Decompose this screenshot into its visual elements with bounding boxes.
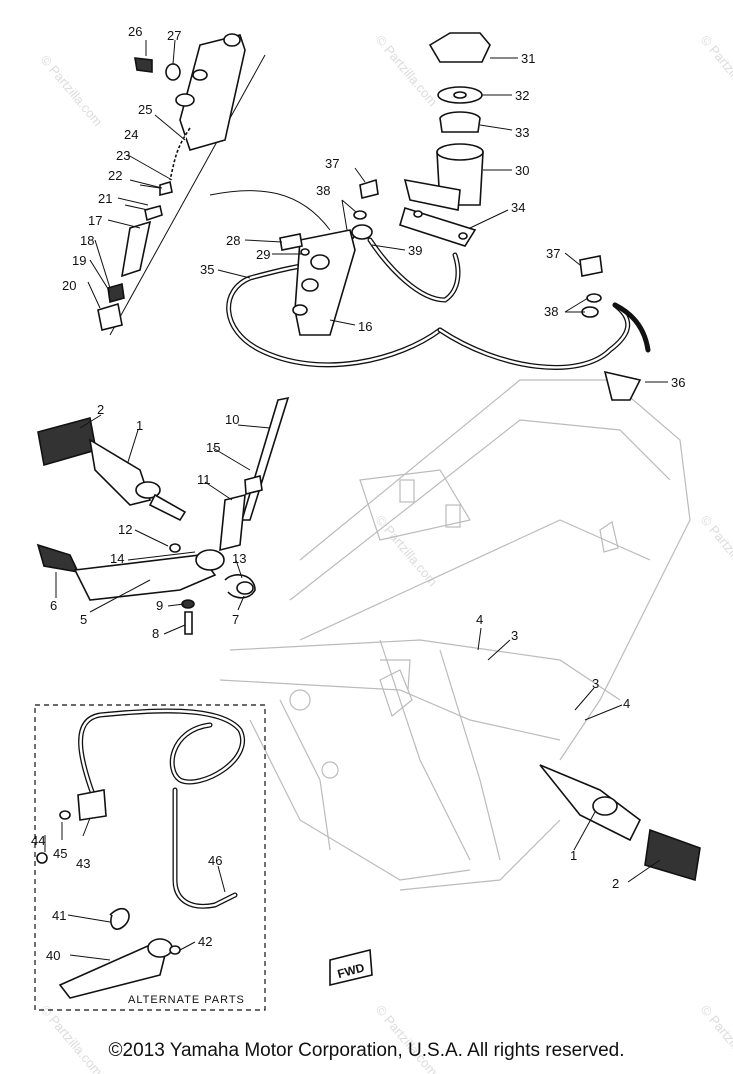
callout-18: 18: [80, 233, 94, 248]
watermark: © Partzilla.com: [698, 32, 733, 109]
callout-30: 30: [515, 163, 529, 178]
callout-26: 26: [128, 24, 142, 39]
reservoir-assembly: [341, 32, 642, 401]
copyright-text: ©2013 Yamaha Motor Corporation, U.S.A. A…: [108, 1040, 625, 1061]
alternate-parts-box: ALTERNATE PARTS: [34, 704, 266, 1011]
rear-master-cylinder: [219, 229, 356, 552]
watermark: © Partzilla.com: [38, 1002, 106, 1074]
callout-25: 25: [138, 102, 152, 117]
callout-40: 40: [46, 948, 60, 963]
callout-32: 32: [515, 88, 529, 103]
brake-pedal: [36, 543, 256, 635]
callout-13: 13: [232, 551, 246, 566]
callout-29: 29: [256, 247, 270, 262]
callout-41: 41: [52, 908, 66, 923]
callout-15: 15: [206, 440, 220, 455]
brake-hoses: [226, 237, 651, 370]
callout-21: 21: [98, 191, 112, 206]
callout-4: 4: [476, 612, 483, 627]
callout-38: 38: [316, 183, 330, 198]
callout-28: 28: [226, 233, 240, 248]
callout-22: 22: [108, 168, 122, 183]
left-footrest: [37, 417, 187, 522]
leader-lines: [44, 39, 668, 961]
watermark: © Partzilla.com: [373, 1002, 441, 1074]
callout-11: 11: [197, 472, 211, 487]
callout-numbers: 26 27 25 24 23 22 21 17 18 19 20 31 32 3…: [31, 24, 685, 963]
watermark: © Partzilla.com: [373, 512, 441, 589]
callout-44: 44: [31, 833, 45, 848]
callout-1b: 1: [570, 848, 577, 863]
watermark: © Partzilla.com: [698, 1002, 733, 1074]
callout-8: 8: [152, 626, 159, 641]
fwd-arrow: FWD: [329, 948, 373, 987]
callout-12: 12: [118, 522, 132, 537]
callout-3b: 3: [592, 676, 599, 691]
fwd-label: FWD: [336, 960, 366, 981]
watermark: © Partzilla.com: [373, 32, 441, 109]
callout-38b: 38: [544, 304, 558, 319]
callout-3: 3: [511, 628, 518, 643]
right-footrest: [539, 764, 701, 882]
callout-9: 9: [156, 598, 163, 613]
motorcycle-frame: [219, 379, 691, 891]
callout-16: 16: [358, 319, 372, 334]
callout-24: 24: [124, 127, 138, 142]
master-cylinder-exploded: [97, 33, 331, 336]
callout-6: 6: [50, 598, 57, 613]
watermark: © Partzilla.com: [38, 52, 106, 129]
callout-17: 17: [88, 213, 102, 228]
callout-7: 7: [232, 612, 239, 627]
watermark-layer: © Partzilla.com © Partzilla.com © Partzi…: [38, 32, 733, 1074]
callout-1: 1: [136, 418, 143, 433]
callout-31: 31: [521, 51, 535, 66]
callout-43: 43: [76, 856, 90, 871]
callout-34: 34: [511, 200, 525, 215]
callout-37b: 37: [546, 246, 560, 261]
callout-2b: 2: [612, 876, 619, 891]
callout-42: 42: [198, 934, 212, 949]
callout-35: 35: [200, 262, 214, 277]
callout-14: 14: [110, 551, 124, 566]
callout-45: 45: [53, 846, 67, 861]
callout-10: 10: [225, 412, 239, 427]
callout-27: 27: [167, 28, 181, 43]
callout-23: 23: [116, 148, 130, 163]
callout-20: 20: [62, 278, 76, 293]
alternate-parts-label: ALTERNATE PARTS: [128, 994, 245, 1006]
callout-5: 5: [80, 612, 87, 627]
callout-2: 2: [97, 402, 104, 417]
callout-4b: 4: [623, 696, 630, 711]
watermark: © Partzilla.com: [698, 512, 733, 589]
callout-46: 46: [208, 853, 222, 868]
callout-19: 19: [72, 253, 86, 268]
callout-36: 36: [671, 375, 685, 390]
callout-39: 39: [408, 243, 422, 258]
callout-33: 33: [515, 125, 529, 140]
callout-37: 37: [325, 156, 339, 171]
